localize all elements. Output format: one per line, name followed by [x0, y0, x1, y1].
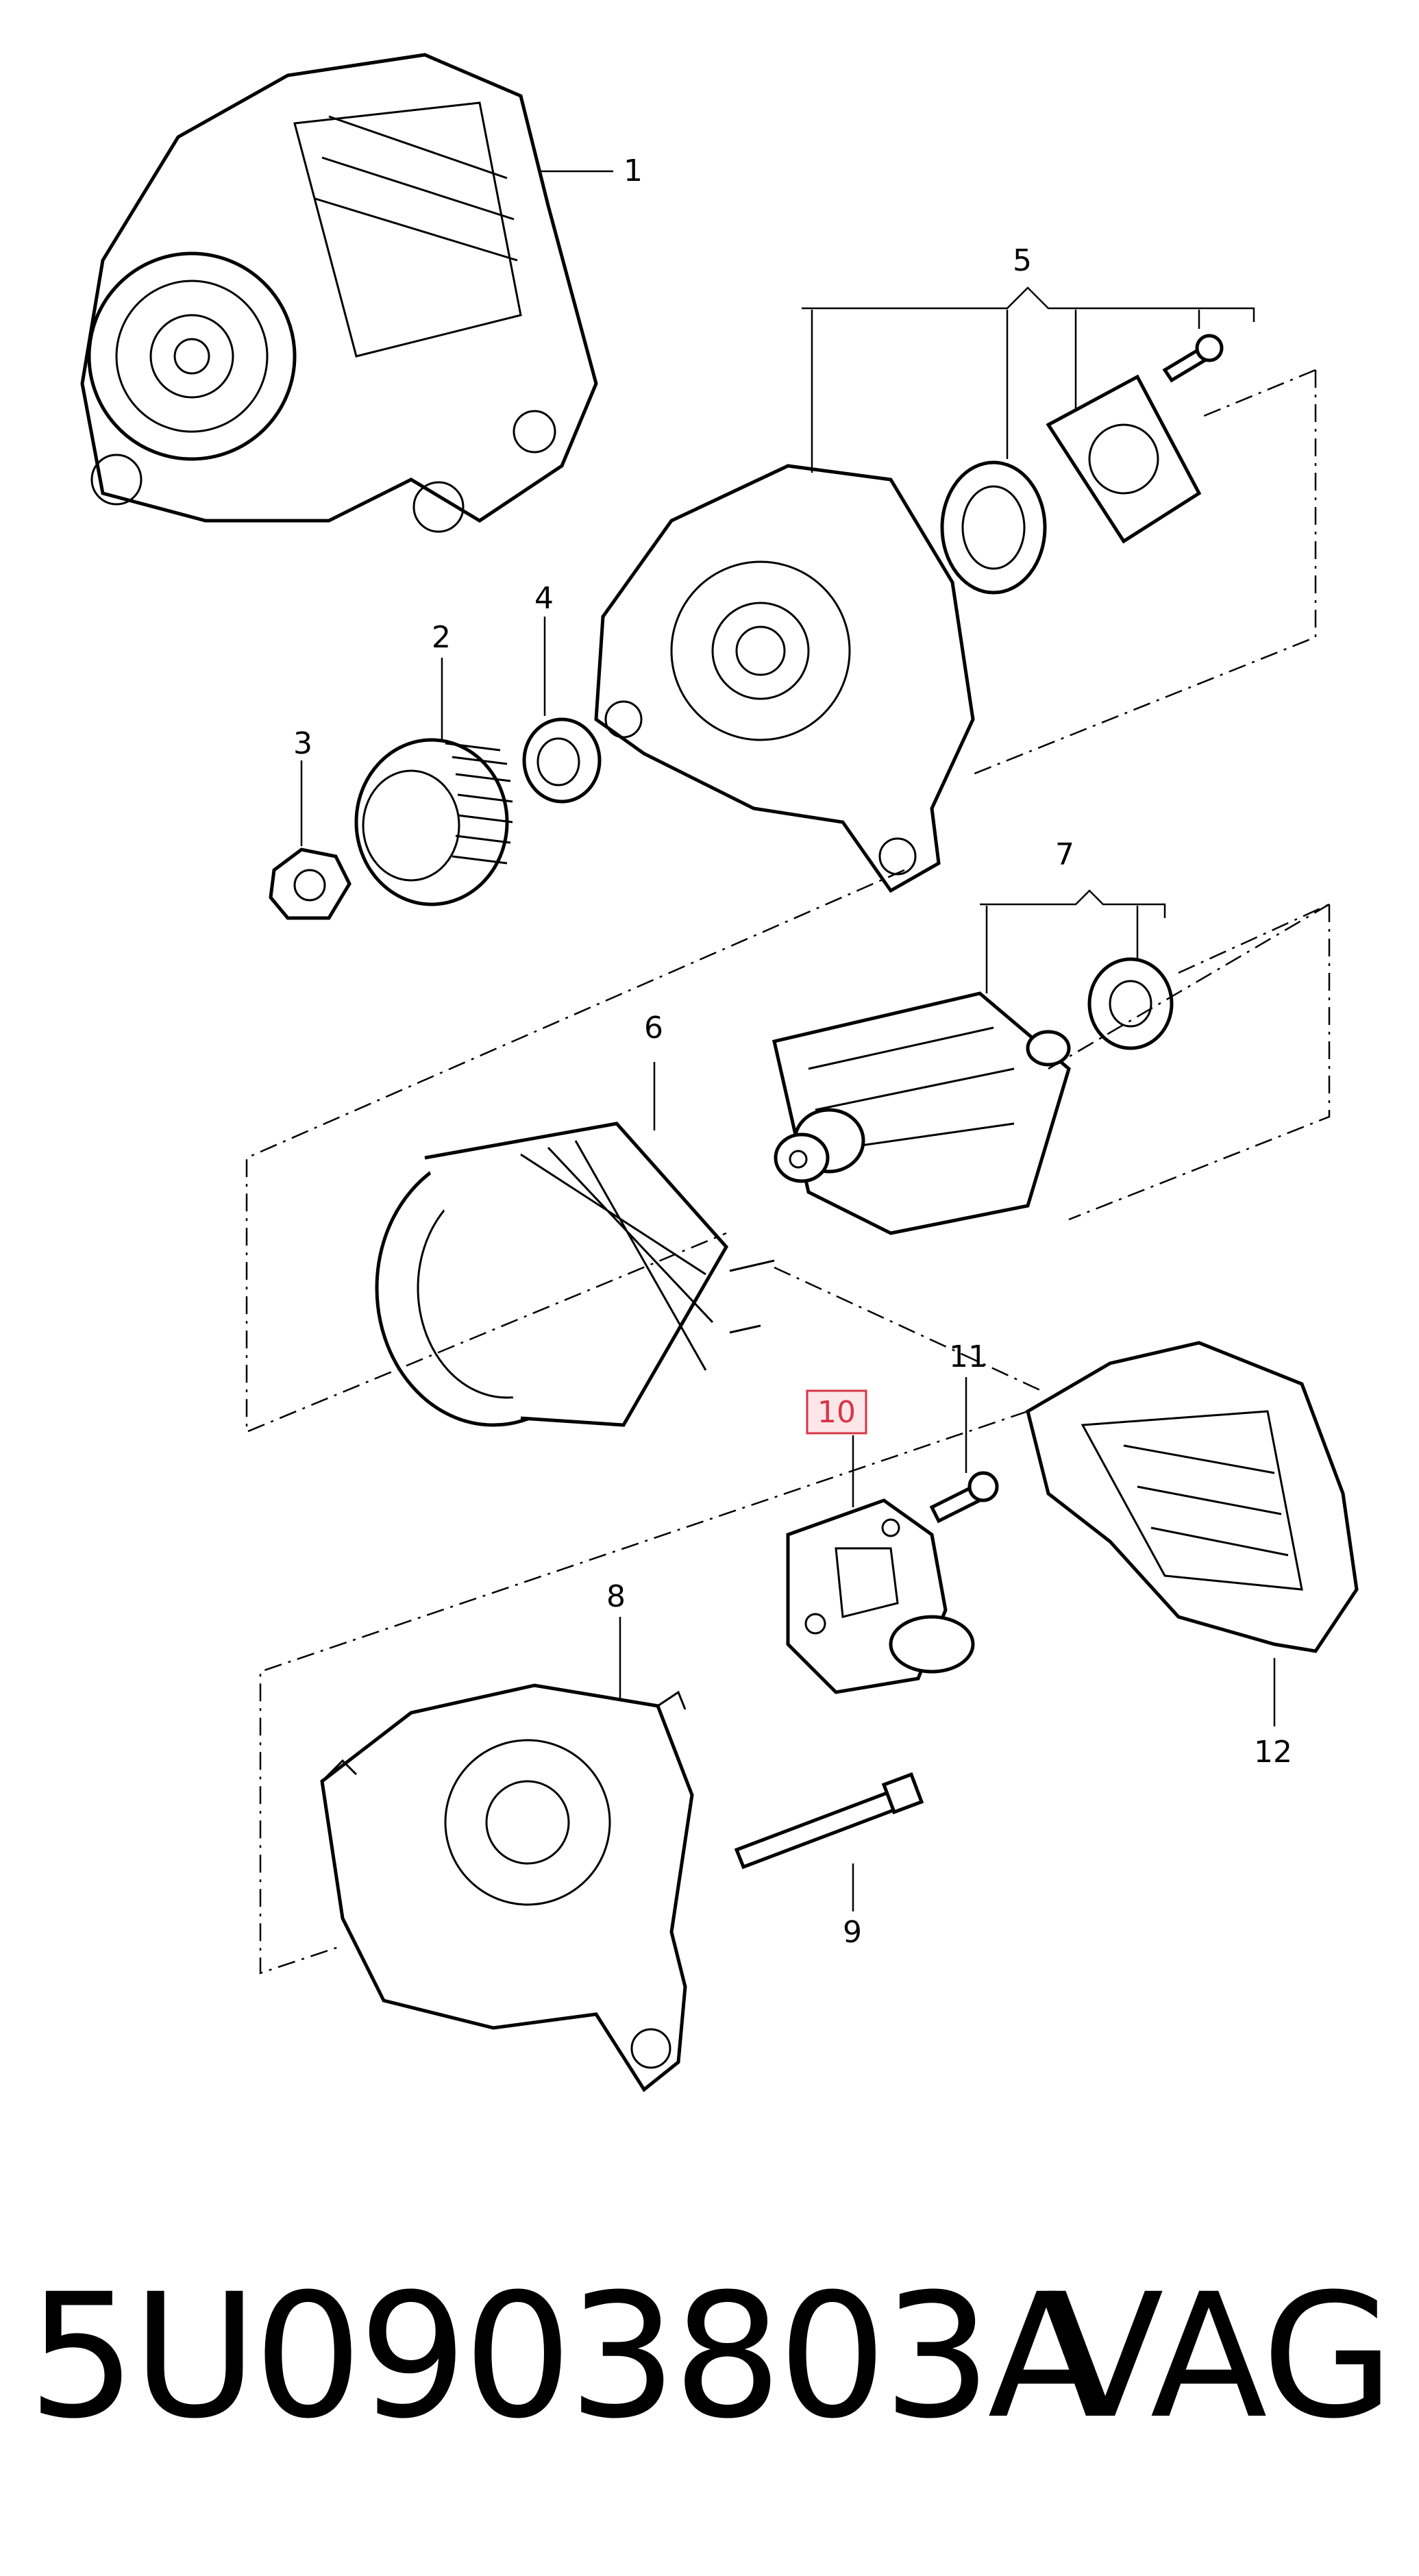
part-6-stator: [375, 1122, 775, 1427]
part-5-ball-bearing: [940, 460, 1047, 595]
exploded-parts-diagram: 1 5 2 3 4 7 6 10 11 8 12 9: [80, 53, 1359, 2092]
part-5-drive-end-bracket: [594, 464, 975, 893]
highlight-box-10: [806, 1389, 867, 1435]
label-2: 2: [432, 620, 451, 655]
label-1: 1: [624, 153, 643, 188]
label-6: 6: [644, 1011, 663, 1045]
label-11: 11: [949, 1339, 987, 1374]
part-8-slip-ring-end-frame: [320, 1683, 694, 2092]
label-4: 4: [534, 581, 554, 616]
part-7-rotor: [772, 991, 1071, 1235]
part-5-screw: [1162, 334, 1224, 383]
label-8: 8: [606, 1579, 626, 1614]
part-5-retaining-plate: [1046, 374, 1202, 544]
label-3: 3: [293, 726, 312, 761]
part-number: 5U0903803A: [27, 2257, 1105, 2456]
part-3-pulley-nut: [269, 847, 351, 920]
part-4-seal-ring: [522, 717, 602, 804]
part-9-through-bolt: [734, 1772, 924, 1870]
label-9: 9: [843, 1915, 862, 1950]
part-11-screw: [929, 1471, 999, 1524]
part-12-protective-cap: [1026, 1341, 1359, 1653]
part-1-alternator-assembly: [80, 53, 598, 533]
label-5: 5: [1013, 243, 1032, 278]
part-10-voltage-regulator: [786, 1498, 975, 1694]
label-7: 7: [1055, 837, 1074, 872]
label-10: 10: [817, 1395, 856, 1430]
part-7-rear-bearing: [1087, 957, 1174, 1050]
part-2-pulley: [354, 738, 513, 906]
brand-name: VAG: [1046, 2257, 1394, 2456]
label-12: 12: [1254, 1735, 1292, 1770]
